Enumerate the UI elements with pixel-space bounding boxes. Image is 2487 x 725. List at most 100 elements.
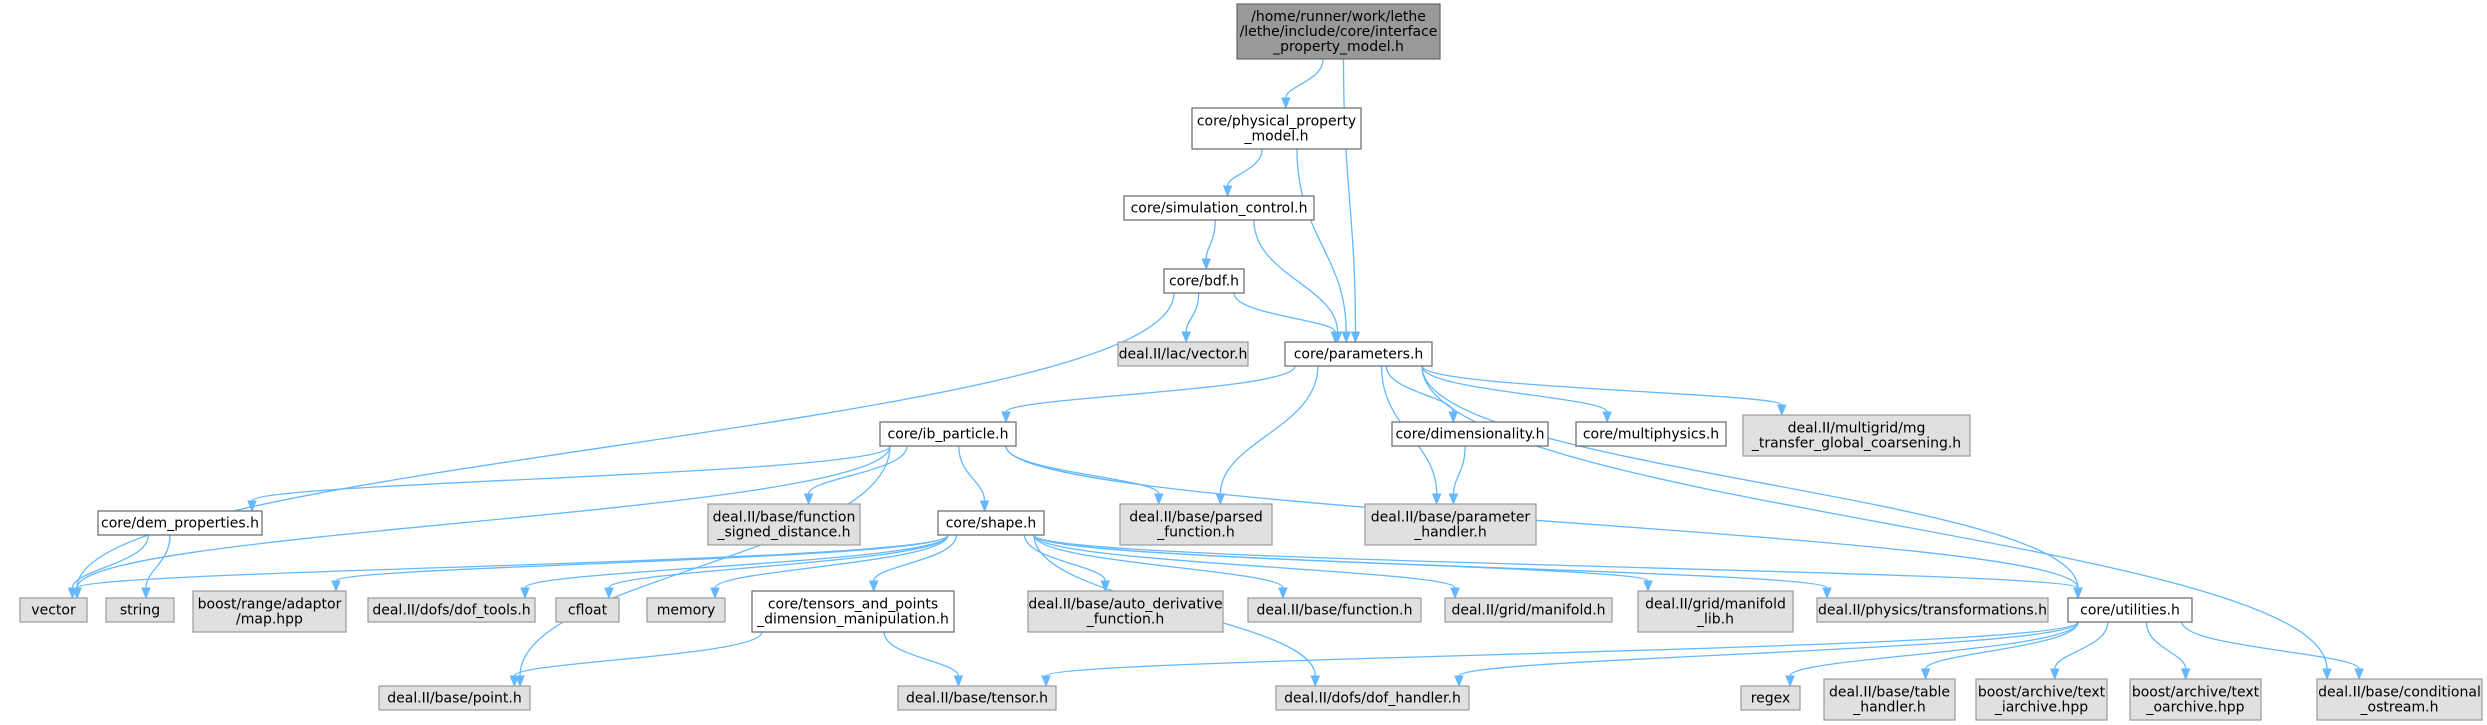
edge-shape-to-base_function [1033, 534, 1288, 600]
node-label: _ostream.h [2360, 700, 2439, 716]
edge-line [335, 534, 949, 582]
node-box [1247, 597, 1422, 623]
edge-root-to-parameters [1342, 58, 1361, 344]
node-box [1742, 414, 1971, 457]
node-physical-property-model[interactable]: core/physical_property_model.h [1191, 107, 1362, 150]
node-vector: vector [19, 597, 88, 623]
edge-root-to-physical_property_model [1281, 58, 1324, 110]
node-label: /map.hpp [236, 612, 303, 628]
edge-tensors_points-to-point [509, 631, 763, 688]
edge-arrowhead [1041, 675, 1051, 688]
edge-bdf-to-parameters [1233, 292, 1341, 344]
edge-arrowhead [1822, 587, 1832, 600]
node-dof-tools: deal.II/dofs/dof_tools.h [367, 597, 536, 623]
edge-utilities-to-text_oarchive [2145, 621, 2191, 681]
node-box [751, 590, 955, 633]
node-label: /home/runner/work/lethe [1251, 9, 1426, 25]
node-box [2129, 678, 2262, 721]
edge-arrowhead [803, 493, 814, 506]
edge-utilities-to-conditional_ostream [2181, 621, 2364, 681]
node-box [879, 421, 1017, 447]
node-label: core/tensors_and_points [768, 597, 938, 613]
edge-arrowhead [1222, 185, 1233, 198]
edge-parameters-to-multiphysics [1421, 365, 1612, 424]
edge-arrowhead [2050, 668, 2060, 681]
edge-line [807, 445, 908, 495]
edge-arrowhead [1278, 587, 1288, 600]
edge-shape-to-dof_tools [520, 534, 949, 600]
node-box [192, 590, 347, 633]
edge-arrowhead [2180, 668, 2191, 681]
node-label: deal.II/multigrid/mg [1788, 421, 1926, 437]
node-label: _iarchive.hpp [1994, 700, 2088, 716]
edge-line [1296, 148, 1347, 333]
node-dimensionality[interactable]: core/dimensionality.h [1391, 421, 1549, 447]
node-simulation-control[interactable]: core/simulation_control.h [1123, 195, 1315, 221]
node-box [707, 503, 861, 546]
edge-arrowhead [1785, 675, 1795, 688]
edge-line [873, 534, 958, 582]
node-table-handler: deal.II/base/table_handler.h [1823, 678, 1956, 721]
node-box [1740, 685, 1801, 711]
edge-arrowhead [247, 500, 257, 513]
node-conditional-ostream: deal.II/base/conditional_ostream.h [2316, 678, 2483, 721]
node-cfloat: cfloat [555, 597, 620, 623]
edge-line [524, 534, 949, 589]
edge-line [2145, 621, 2187, 670]
node-label: core/dem_properties.h [101, 516, 259, 532]
edge-arrowhead [1341, 331, 1351, 344]
edge-bdf-to-lac_vector [1181, 292, 1200, 344]
node-label: deal.II/base/function.h [1257, 603, 1413, 619]
node-multiphysics[interactable]: core/multiphysics.h [1575, 421, 1727, 447]
node-label: _function.h [1086, 612, 1165, 628]
node-parameters[interactable]: core/parameters.h [1284, 341, 1433, 367]
node-label: deal.II/lac/vector.h [1119, 347, 1248, 363]
edge-line [251, 445, 891, 502]
node-utilities[interactable]: core/utilities.h [2067, 597, 2193, 623]
edge-line [1385, 365, 1454, 413]
node-label: core/parameters.h [1294, 347, 1424, 363]
edge-line [76, 292, 1175, 589]
node-text-oarchive: boost/archive/text_oarchive.hpp [2129, 678, 2262, 721]
edge-parameters-to-dimensionality [1385, 365, 1459, 424]
edge-arrowhead [1777, 404, 1787, 417]
node-box [97, 510, 263, 536]
node-shape[interactable]: core/shape.h [937, 510, 1045, 536]
node-bdf[interactable]: core/bdf.h [1163, 268, 1245, 294]
node-label: _handler.h [1413, 525, 1487, 541]
node-root[interactable]: /home/runner/work/lethe/lethe/include/co… [1236, 3, 1441, 60]
edge-parameters-to-utilities [1421, 365, 2083, 600]
node-box [1444, 597, 1613, 623]
node-label: _signed_distance.h [716, 525, 850, 541]
node-label: core/dimensionality.h [1395, 427, 1544, 443]
node-label: core/bdf.h [1169, 274, 1239, 290]
node-grid-manifold: deal.II/grid/manifold.h [1444, 597, 1613, 623]
edge-arrowhead [1454, 675, 1464, 688]
node-box [1117, 341, 1249, 367]
node-tensors-points[interactable]: core/tensors_and_points_dimension_manipu… [751, 590, 955, 633]
edge-arrowhead [515, 675, 525, 688]
edge-shape-to-tensors_points [868, 534, 958, 593]
node-box [1236, 3, 1441, 60]
node-label: deal.II/base/auto_derivative [1028, 597, 1222, 613]
edge-arrowhead [2354, 668, 2364, 681]
edge-arrowhead [979, 500, 990, 513]
edge-arrowhead [1001, 411, 1011, 424]
node-label: string [120, 603, 160, 619]
edge-arrowhead [331, 580, 341, 593]
edge-arrowhead [1602, 411, 1612, 424]
edge-line [883, 631, 960, 677]
edge-shape-to-auto_derivative [1023, 534, 1111, 593]
node-label: boost/range/adaptor [198, 597, 342, 613]
edge-ib_particle-to-dem_properties [247, 445, 891, 513]
edge-arrowhead [868, 580, 879, 593]
edge-line [714, 534, 949, 589]
node-dem-properties[interactable]: core/dem_properties.h [97, 510, 263, 536]
edge-ib_particle-to-function_signed_distance [803, 445, 908, 506]
node-box [1637, 590, 1794, 633]
edge-utilities-to-table_handler [1920, 621, 2079, 681]
node-ib-particle[interactable]: core/ib_particle.h [879, 421, 1017, 447]
node-box [1284, 341, 1433, 367]
node-label: _lib.h [1696, 612, 1734, 628]
